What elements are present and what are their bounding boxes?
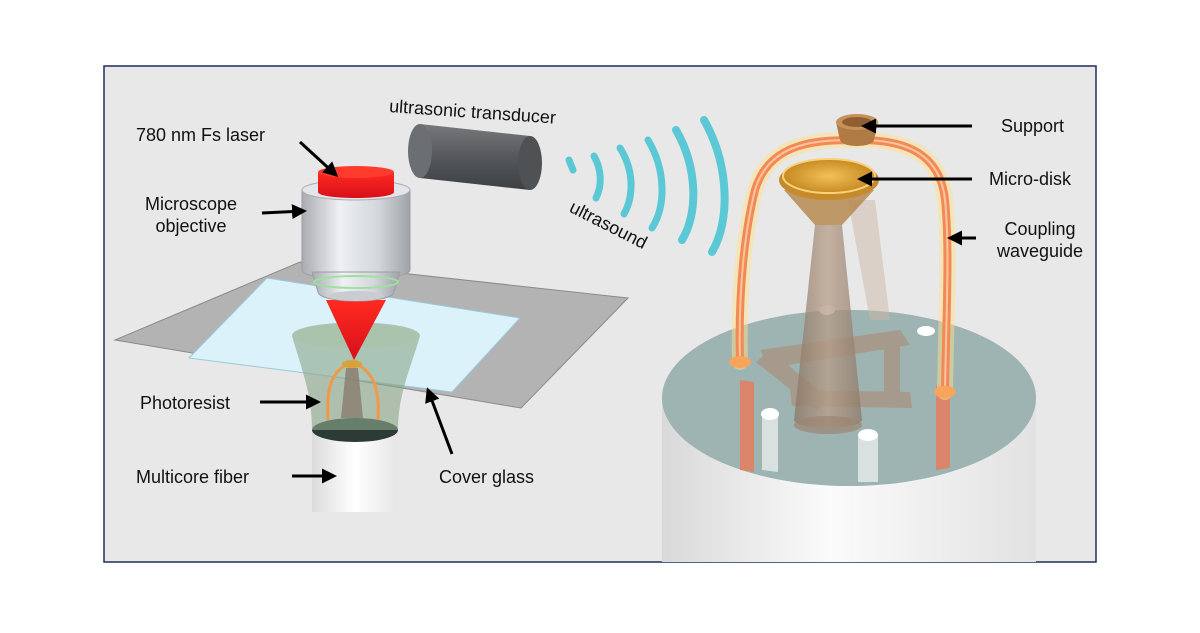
multicore-fiber [312,430,398,512]
arrow-objective [261,204,307,220]
arrow-cover-glass [425,387,454,455]
label-cover-glass: Cover glass [439,467,535,487]
ultrasound-waves [565,116,729,256]
ultrasonic-transducer [420,124,530,190]
label-laser: 780 nm Fs laser [136,125,266,145]
label-objective-line1: Microscope [144,194,238,214]
label-photoresist: Photoresist [140,393,231,413]
label-microdisk: Micro-disk [989,169,1072,189]
annotation-arrows [260,118,976,484]
label-coupling-waveguide: Coupling waveguide [984,218,1096,262]
label-support: Support [1001,116,1065,136]
label-fiber: Multicore fiber [136,467,250,487]
label-objective: Microscope objective [126,193,256,237]
laser-focus [326,300,386,360]
label-coupling-line1: Coupling [1004,219,1076,239]
main-post [794,225,862,428]
label-coupling-line2: waveguide [996,241,1084,261]
label-objective-line2: objective [155,216,227,236]
laser-beam [318,172,394,198]
microscope-objective [301,189,411,280]
arrow-laser [298,140,339,178]
mini-disk [342,360,362,368]
